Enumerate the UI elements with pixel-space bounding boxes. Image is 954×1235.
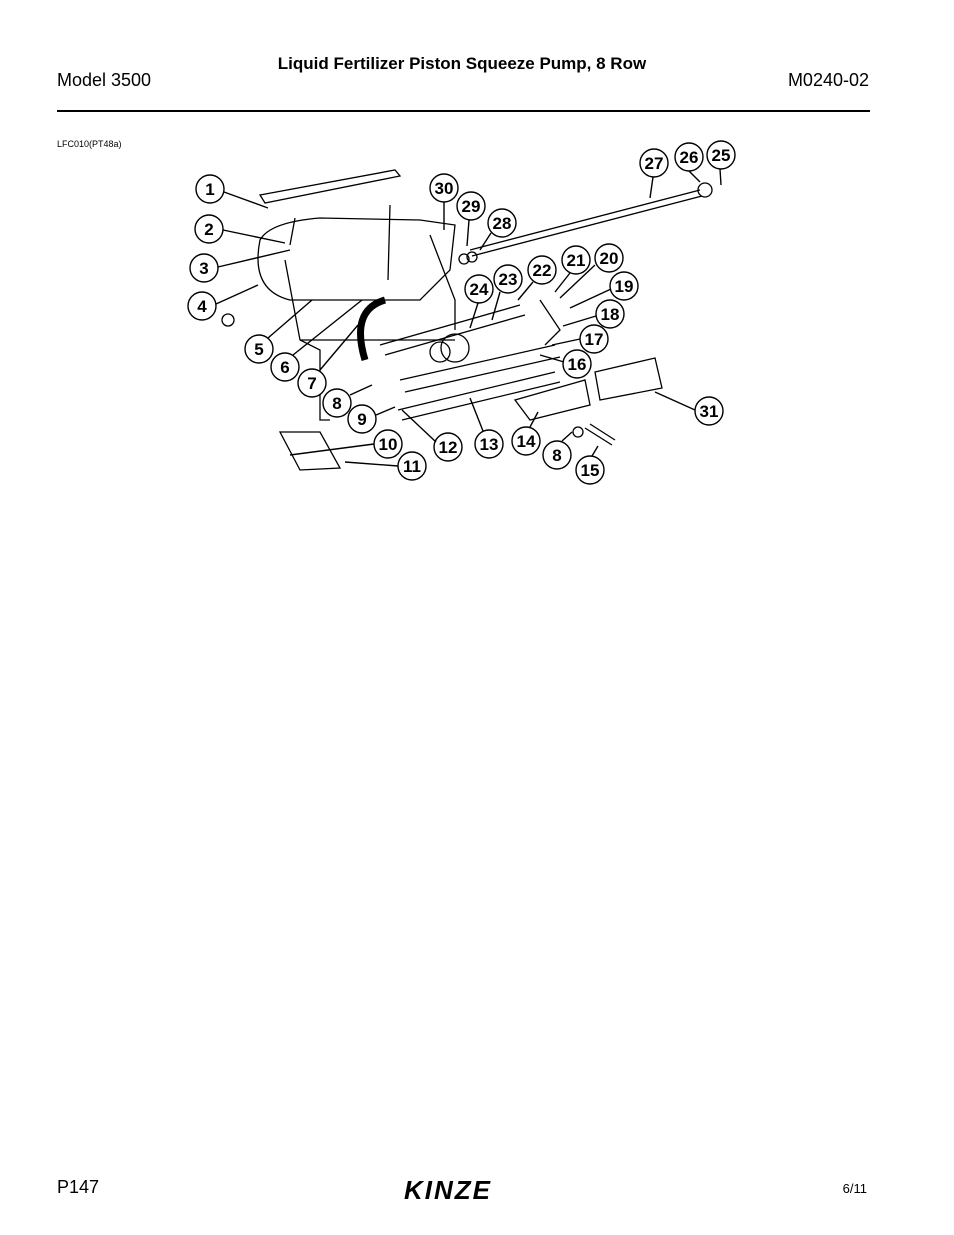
callout-22: 22 — [533, 261, 552, 280]
page-title: Liquid Fertilizer Piston Squeeze Pump, 8… — [277, 54, 647, 73]
parts-diagram: 1 2 3 4 5 6 7 8 9 10 11 12 13 14 8 15 16… — [187, 140, 736, 485]
model-label: Model 3500 — [57, 70, 152, 90]
callout-3: 3 — [199, 259, 208, 278]
callout-9: 9 — [357, 410, 366, 429]
callout-13: 13 — [480, 435, 499, 454]
kinze-logo: KINZE — [404, 1175, 492, 1204]
callout-10: 10 — [379, 435, 398, 454]
callout-26: 26 — [680, 148, 699, 167]
document-number: M0240-02 — [787, 70, 869, 90]
callout-24: 24 — [470, 280, 489, 299]
page-number: P147 — [57, 1177, 100, 1197]
callout-8: 8 — [332, 394, 341, 413]
svg-text:KINZE: KINZE — [404, 1175, 492, 1204]
callout-2: 2 — [204, 220, 213, 239]
figure-code: LFC010(PT48a) — [57, 139, 122, 149]
header-divider — [57, 110, 870, 112]
callout-30: 30 — [435, 179, 454, 198]
callout-12: 12 — [439, 438, 458, 457]
callout-6: 6 — [280, 358, 289, 377]
callout-21: 21 — [567, 251, 586, 270]
callout-5: 5 — [254, 340, 263, 359]
callout-23: 23 — [499, 270, 518, 289]
callout-29: 29 — [462, 197, 481, 216]
callout-19: 19 — [615, 277, 634, 296]
callout-15: 15 — [581, 461, 600, 480]
callout-28: 28 — [493, 214, 512, 233]
callout-27: 27 — [645, 154, 664, 173]
callout-17: 17 — [585, 330, 604, 349]
callout-4: 4 — [197, 297, 207, 316]
callout-25: 25 — [712, 146, 731, 165]
callout-31: 31 — [700, 402, 719, 421]
callout-20: 20 — [600, 249, 619, 268]
callout-11: 11 — [403, 457, 421, 476]
callout-8b: 8 — [552, 446, 561, 465]
callout-7: 7 — [307, 374, 316, 393]
revision-date: 6/11 — [842, 1181, 867, 1196]
callout-14: 14 — [517, 432, 536, 451]
callout-16: 16 — [568, 355, 587, 374]
callout-1: 1 — [205, 180, 214, 199]
callout-18: 18 — [601, 305, 620, 324]
